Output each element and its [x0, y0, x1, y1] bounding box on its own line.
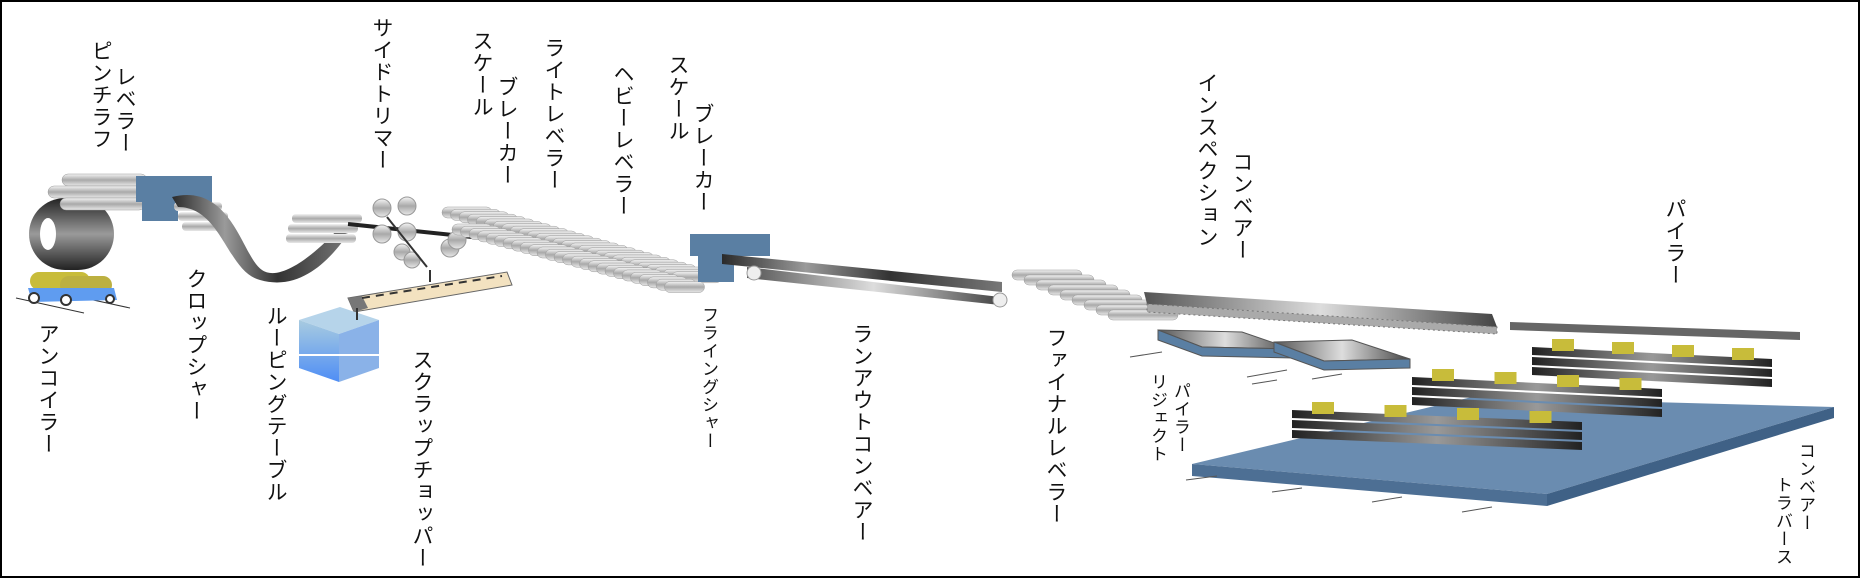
label-scale-2: スケール — [666, 54, 690, 142]
label-flying-shear: フライングシャー — [698, 306, 718, 450]
label-crop-shear: クロップシャー — [184, 268, 208, 422]
plate-stack — [1412, 397, 1662, 417]
stack-spacer — [1672, 345, 1694, 357]
plate-stack — [1532, 347, 1772, 367]
stack-spacer — [1552, 339, 1574, 351]
label-uncoiler: アンコイラー — [36, 323, 60, 455]
label-breaker-2: ブレーカー — [691, 103, 715, 213]
label-final-leveler: ファイナルレベラー — [1044, 327, 1068, 525]
label-piler: パイラー — [1663, 198, 1687, 286]
label-pinch-roll: ピンチラフ — [89, 40, 113, 150]
stack-spacer — [1612, 342, 1634, 354]
flying-shear — [690, 234, 770, 282]
uncoiler — [15, 198, 131, 314]
label-conveyor-1: コンベアー — [1230, 151, 1254, 261]
stack-spacer — [1432, 369, 1454, 381]
looping-table-rollers — [286, 214, 362, 243]
stack-spacer — [1529, 411, 1552, 423]
looping-table-cube — [299, 307, 379, 382]
stack-spacer — [1732, 348, 1754, 360]
plate-stack — [1532, 367, 1772, 387]
label-heavy-leveler: ヘビーレベラー — [611, 63, 635, 217]
stack-spacer — [1494, 372, 1517, 384]
side-trimmer — [372, 196, 467, 269]
label-runout-conveyor: ランアウトコンベアー — [850, 323, 874, 543]
label-breaker-1: ブレーカー — [495, 76, 519, 186]
label-leveler: レベラー — [113, 66, 137, 154]
plate-stack — [1412, 387, 1662, 407]
plate-stack — [1412, 377, 1662, 397]
label-scale-1: スケール — [470, 30, 494, 118]
leveler-rollers — [441, 206, 722, 293]
looping-strip — [172, 195, 348, 283]
stack-spacer — [1557, 375, 1579, 387]
roller — [664, 281, 705, 293]
label-reject-piler: パイラー — [1170, 382, 1190, 454]
plate-stack — [1532, 357, 1772, 377]
runout-conveyor — [722, 254, 1008, 308]
scrap-chopper — [347, 270, 513, 313]
stack-spacer — [1384, 405, 1407, 417]
label-inspection: インスペクション — [1195, 72, 1219, 248]
stack-spacer — [1619, 378, 1642, 390]
stack-spacer — [1457, 408, 1479, 420]
inspection-conveyor — [1144, 292, 1498, 335]
plate-stack — [1292, 430, 1582, 450]
label-traverse: トラバース — [1772, 476, 1792, 566]
reject-piler — [1129, 329, 1411, 385]
plate-stack — [1292, 410, 1582, 430]
label-looping-table: ルーピングテーブル — [264, 305, 288, 503]
piler-traverse — [1185, 322, 1834, 513]
label-conveyor-2: コンベアー — [1795, 442, 1815, 532]
plate-stack — [1292, 420, 1582, 440]
stack-spacer — [1312, 402, 1334, 414]
label-reject: リジェクト — [1147, 373, 1167, 463]
label-scrap-chopper: スクラップチョッパー — [410, 349, 434, 569]
label-side-trimmer: サイドトリマー — [370, 17, 394, 171]
label-light-leveler: ライトレベラー — [542, 37, 566, 191]
